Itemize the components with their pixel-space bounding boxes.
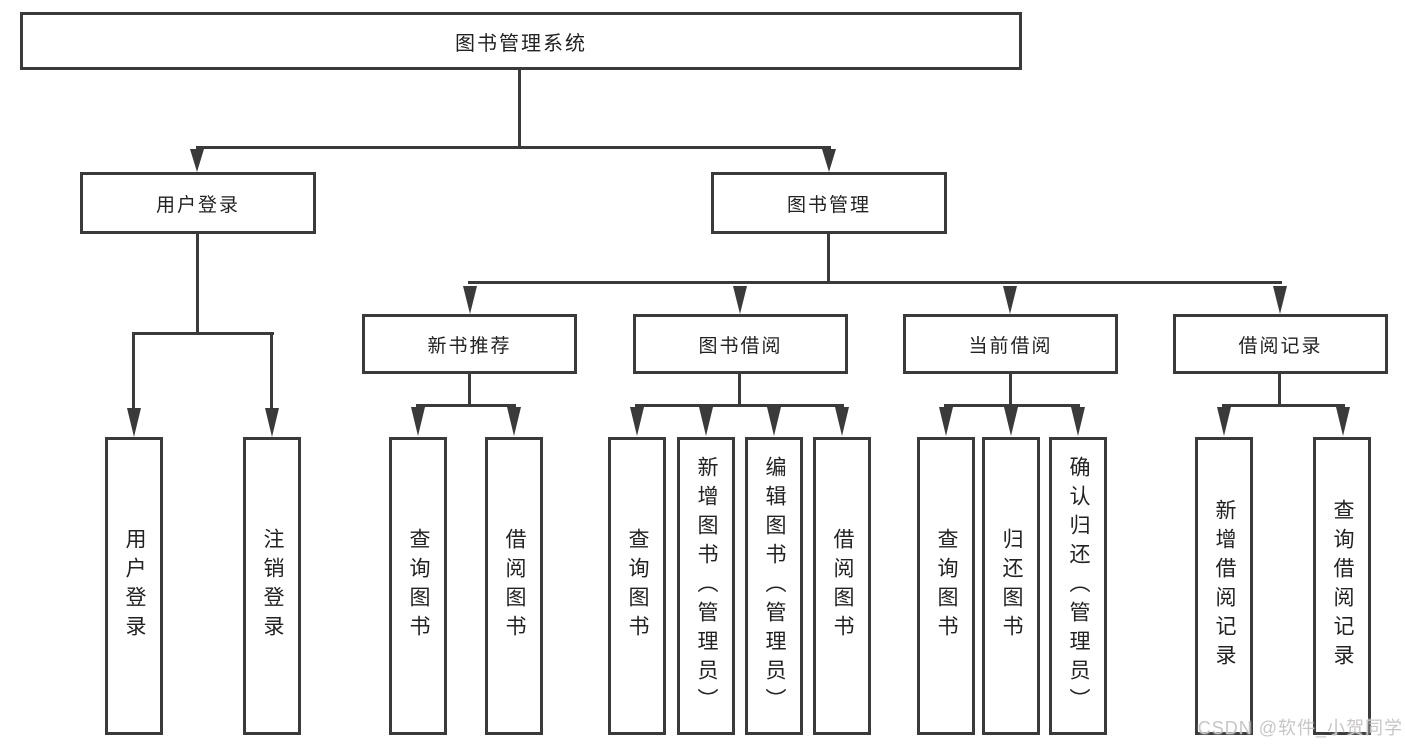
- leaf-add-book-admin: 新增图书（管理员）: [677, 437, 735, 735]
- leaf-confirm-return-admin: 确认归还（管理员）: [1049, 437, 1107, 735]
- leaf-add-borrow-record: 新增借阅记录: [1195, 437, 1253, 735]
- node-current-borrow: 当前借阅: [903, 314, 1118, 374]
- arrow-down-icon: [767, 407, 781, 436]
- node-borrow-records: 借阅记录: [1173, 314, 1388, 374]
- arrow-down-icon: [265, 408, 279, 437]
- node-book-borrow: 图书借阅: [633, 314, 848, 374]
- arrow-down-icon: [127, 408, 141, 437]
- node-user-login: 用户登录: [80, 172, 316, 234]
- leaf-query-borrow-record: 查询借阅记录: [1313, 437, 1371, 735]
- node-book-management: 图书管理: [711, 172, 947, 234]
- arrow-down-icon: [822, 149, 836, 172]
- arrow-down-icon: [507, 407, 521, 436]
- connector-borrow-records-rail: [1222, 404, 1345, 407]
- connector-drop-line: [132, 335, 135, 411]
- node-root-library-management-system: 图书管理系统: [20, 12, 1022, 70]
- leaf-return-book: 归还图书: [982, 437, 1040, 735]
- connector-book-borrow-rail: [635, 404, 844, 407]
- connector-current-borrow-stem: [1009, 374, 1012, 407]
- leaf-logout: 注销登录: [243, 437, 301, 735]
- arrow-down-icon: [699, 407, 713, 436]
- node-new-book-recommend: 新书推荐: [362, 314, 577, 374]
- leaf-query-books-borrow: 查询图书: [608, 437, 666, 735]
- leaf-user-login: 用户登录: [105, 437, 163, 735]
- connector-root-stem: [518, 70, 521, 146]
- arrow-down-icon: [463, 286, 477, 314]
- connector-book-management-rail: [468, 281, 1282, 284]
- csdn-watermark: CSDN @软件_小贺同学: [1197, 718, 1403, 738]
- connector-drop-line: [270, 335, 273, 411]
- arrow-down-icon: [733, 286, 747, 314]
- connector-root-rail: [196, 146, 831, 149]
- connector-book-management-stem: [827, 234, 830, 281]
- connector-new-book-recommend-rail: [416, 404, 516, 407]
- leaf-query-books-recommend: 查询图书: [389, 437, 447, 735]
- leaf-borrow-books-recommend: 借阅图书: [485, 437, 543, 735]
- arrow-down-icon: [1004, 407, 1018, 436]
- arrow-down-icon: [835, 407, 849, 436]
- arrow-down-icon: [939, 407, 953, 436]
- connector-user-login-rail: [132, 332, 274, 335]
- connector-book-borrow-stem: [738, 374, 741, 407]
- arrow-down-icon: [1273, 286, 1287, 314]
- arrow-down-icon: [1336, 407, 1350, 436]
- arrow-down-icon: [1217, 407, 1231, 436]
- leaf-borrow-books: 借阅图书: [813, 437, 871, 735]
- leaf-edit-book-admin: 编辑图书（管理员）: [745, 437, 803, 735]
- arrow-down-icon: [1003, 286, 1017, 314]
- connector-borrow-records-stem: [1278, 374, 1281, 407]
- connector-current-borrow-rail: [944, 404, 1080, 407]
- connector-new-book-recommend-stem: [468, 374, 471, 407]
- arrow-down-icon: [1071, 407, 1085, 436]
- leaf-query-books-current: 查询图书: [917, 437, 975, 735]
- connector-user-login-stem: [196, 234, 199, 334]
- arrow-down-icon: [411, 407, 425, 436]
- arrow-down-icon: [190, 149, 204, 172]
- arrow-down-icon: [630, 407, 644, 436]
